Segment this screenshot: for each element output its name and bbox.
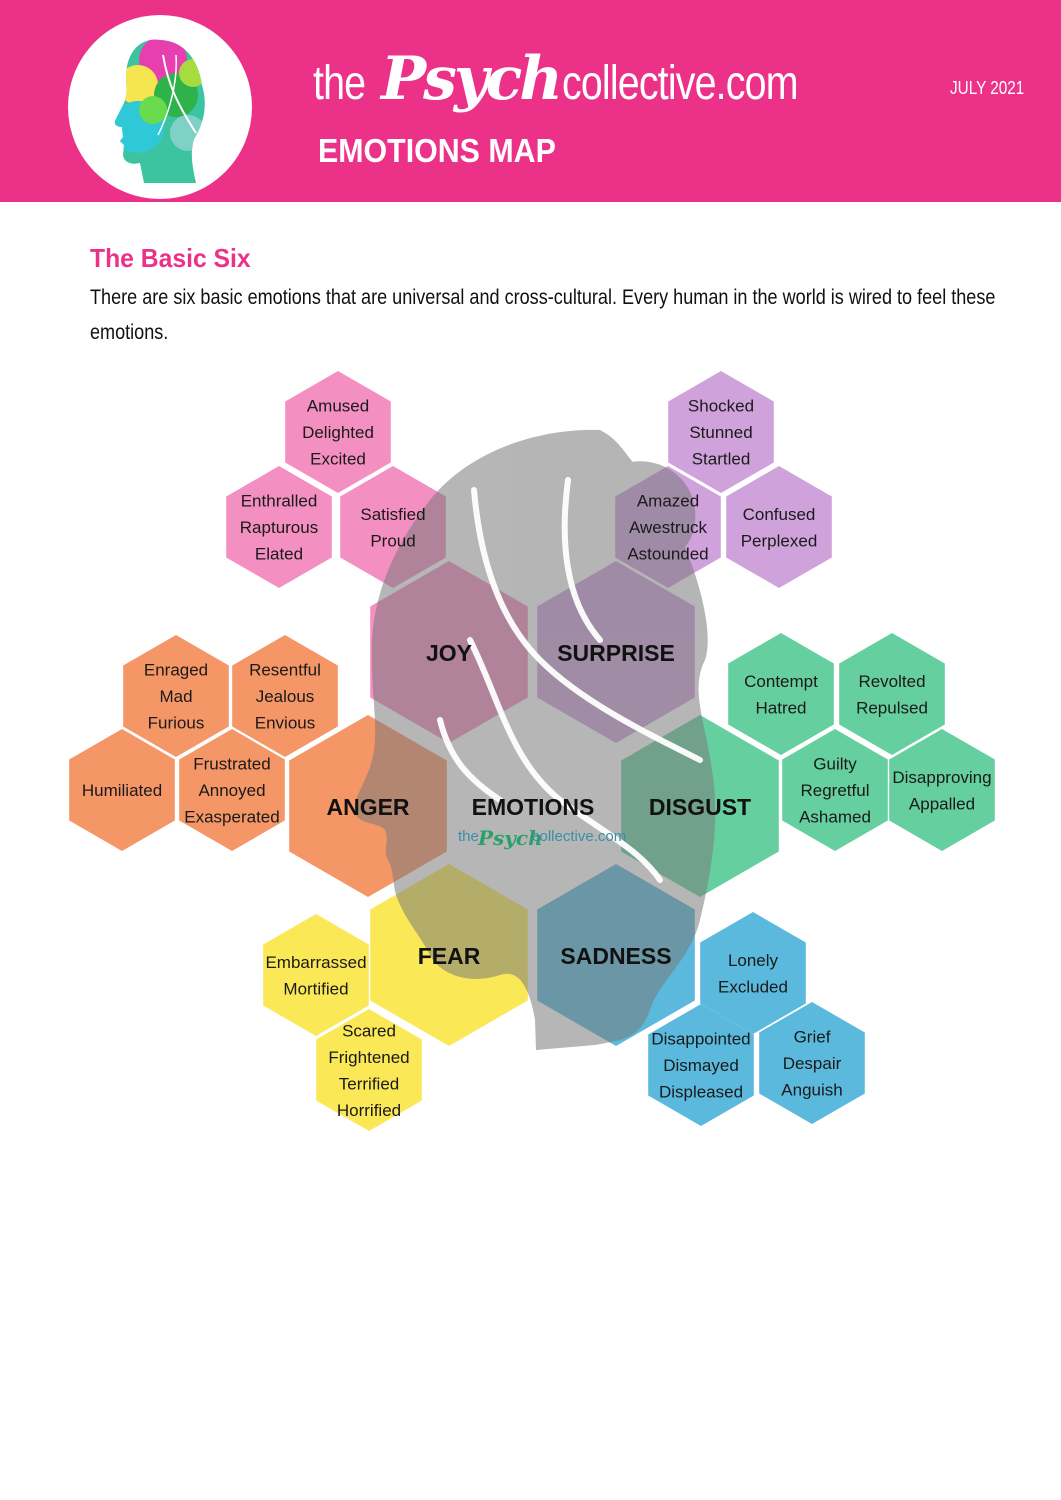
sub-hex-sadness: [759, 1002, 865, 1124]
sub-emotion-label: Amazed: [637, 492, 699, 511]
head-silhouette-watermark-icon: [354, 429, 716, 1051]
sub-hex-disgust: [728, 633, 834, 755]
sub-emotion-label: Awestruck: [629, 518, 708, 537]
sub-hex-surprise: [726, 466, 832, 588]
brand-psych: Psych: [381, 44, 563, 114]
date-label: JULY 2021: [950, 78, 1025, 98]
sub-emotion-label: Revolted: [858, 672, 925, 691]
sub-emotion-label: Anguish: [781, 1081, 842, 1100]
sub-emotion-label: Lonely: [728, 951, 779, 970]
sub-emotion-label: Repulsed: [856, 698, 928, 717]
sub-emotion-label: Rapturous: [240, 518, 318, 537]
sub-emotion-label: Annoyed: [198, 781, 265, 800]
sub-emotion-label: Scared: [342, 1021, 396, 1040]
core-label-surprise: SURPRISE: [557, 640, 675, 666]
sub-emotion-label: Amused: [307, 397, 369, 416]
sub-emotion-label: Appalled: [909, 794, 975, 813]
sub-emotion-label: Resentful: [249, 661, 321, 680]
sub-emotion-label: Frightened: [328, 1048, 409, 1067]
sub-hex-anger: [69, 729, 175, 851]
core-label-disgust: DISGUST: [649, 794, 751, 820]
sub-hex-anger: [123, 635, 229, 757]
sub-hex-anger: [179, 729, 285, 851]
sub-emotion-label: Despair: [783, 1054, 842, 1073]
logo: [68, 15, 252, 199]
sub-emotion-label: Delighted: [302, 423, 374, 442]
sub-emotion-label: Contempt: [744, 672, 818, 691]
sub-emotion-label: Furious: [148, 714, 205, 733]
sub-hex-fear: [316, 1009, 422, 1131]
sub-hex-disgust: [889, 729, 995, 851]
sub-emotion-label: Humiliated: [82, 781, 162, 800]
core-label-fear: FEAR: [418, 943, 481, 969]
sub-hex-sadness: [700, 912, 806, 1034]
sub-emotion-label: Embarrassed: [265, 953, 366, 972]
center-watermark: the Psych collective.com: [458, 826, 626, 850]
brand-collective: collective.com: [561, 57, 799, 110]
sub-emotion-label: Stunned: [689, 423, 752, 442]
sub-emotion-label: Perplexed: [741, 531, 818, 550]
sub-hex-disgust: [839, 633, 945, 755]
sub-hex-fear: [263, 914, 369, 1036]
svg-text:Psych: Psych: [477, 826, 543, 850]
sub-hex-joy: [226, 466, 332, 588]
sub-hex-anger: [232, 635, 338, 757]
sub-emotion-label: Astounded: [627, 545, 708, 564]
svg-text:the: the: [458, 828, 479, 845]
sub-emotion-label: Confused: [743, 505, 816, 524]
brand-the: the: [313, 57, 366, 110]
sub-hex-surprise: [668, 371, 774, 493]
core-label-sadness: SADNESS: [560, 943, 671, 969]
section-heading: The Basic Six: [90, 243, 251, 273]
sub-emotion-label: Terrified: [339, 1074, 399, 1093]
sub-emotion-label: Startled: [692, 450, 751, 469]
sub-hex-sadness: [648, 1004, 754, 1126]
head-silhouette-icon: [114, 39, 205, 184]
sub-emotion-label: Excluded: [718, 977, 788, 996]
sub-emotion-label: Disapproving: [892, 768, 991, 787]
sub-emotion-label: Envious: [255, 714, 315, 733]
sub-emotion-label: Horrified: [337, 1101, 401, 1120]
sub-emotion-label: Regretful: [801, 781, 870, 800]
sub-emotion-label: Enraged: [144, 661, 208, 680]
brand-wordmark: the Psych collective.com: [313, 34, 822, 114]
sub-emotion-label: Jealous: [256, 687, 315, 706]
sub-emotion-label: Exasperated: [184, 808, 279, 827]
sub-emotion-label: Disappointed: [651, 1030, 750, 1049]
core-label-anger: ANGER: [326, 794, 409, 820]
sub-emotion-label: Guilty: [813, 755, 857, 774]
sub-emotion-label: Ashamed: [799, 808, 871, 827]
sub-emotion-label: Mad: [159, 687, 192, 706]
header-banner: the Psych collective.com EMOTIONS MAP JU…: [0, 0, 1061, 202]
sub-emotion-label: Frustrated: [193, 755, 270, 774]
sub-emotion-label: Shocked: [688, 397, 754, 416]
sub-emotion-label: Grief: [794, 1028, 831, 1047]
center-label: EMOTIONS: [472, 794, 595, 820]
page-title: EMOTIONS MAP: [318, 132, 556, 169]
sub-emotion-label: Enthralled: [241, 492, 318, 511]
sub-emotion-label: Excited: [310, 450, 366, 469]
sub-emotion-label: Proud: [370, 531, 415, 550]
sub-emotion-label: Satisfied: [360, 505, 425, 524]
svg-text:collective.com: collective.com: [532, 828, 626, 845]
sub-emotion-label: Hatred: [755, 698, 806, 717]
sub-emotion-label: Displeased: [659, 1083, 743, 1102]
sub-emotion-label: Mortified: [283, 979, 348, 998]
section-description: There are six basic emotions that are un…: [90, 286, 996, 344]
core-label-joy: JOY: [426, 640, 472, 666]
sub-emotion-label: Dismayed: [663, 1056, 739, 1075]
sub-emotion-label: Elated: [255, 545, 303, 564]
sub-hex-disgust: [782, 729, 888, 851]
sub-hex-joy: [285, 371, 391, 493]
